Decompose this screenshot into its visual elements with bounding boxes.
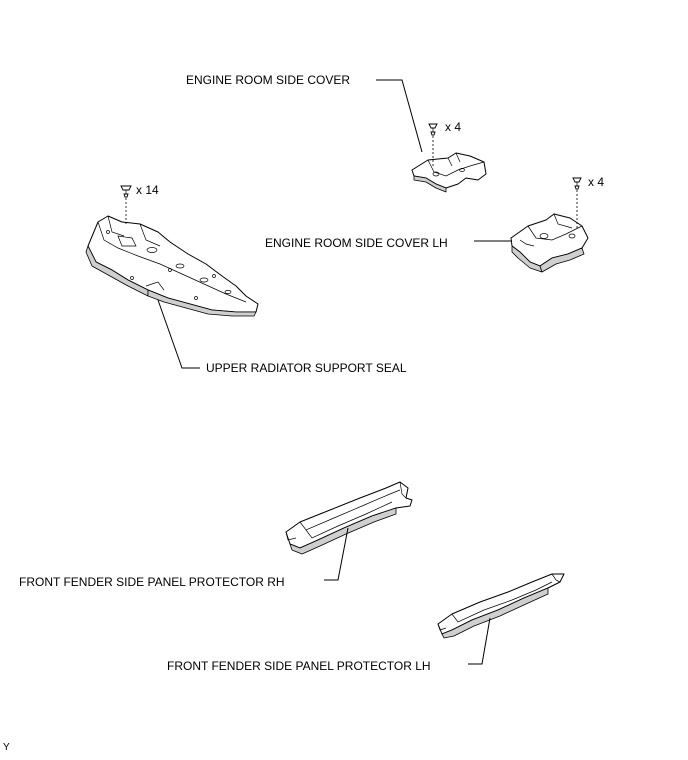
label-front-fender-protector-rh: FRONT FENDER SIDE PANEL PROTECTOR RH: [19, 575, 285, 589]
qty-cover-lh-clips: x 4: [588, 175, 605, 189]
label-engine-room-side-cover-lh: ENGINE ROOM SIDE COVER LH: [265, 236, 448, 250]
qty-seal-clips: x 14: [136, 183, 159, 197]
corner-mark: Y: [3, 742, 10, 753]
upper-radiator-support-seal-part: [85, 215, 259, 317]
clip-icon: [120, 185, 132, 198]
clip-icon: [428, 123, 438, 136]
clip-icon: [572, 177, 582, 190]
label-upper-radiator-support-seal: UPPER RADIATOR SUPPORT SEAL: [206, 361, 407, 375]
engine-room-side-cover-lh-part: [510, 213, 589, 273]
engine-room-side-cover-part: [411, 152, 487, 193]
qty-cover-clips: x 4: [445, 120, 462, 134]
label-engine-room-side-cover: ENGINE ROOM SIDE COVER: [186, 73, 351, 87]
front-fender-protector-rh-part: [285, 481, 413, 555]
front-fender-protector-lh-part: [437, 573, 565, 639]
label-front-fender-protector-lh: FRONT FENDER SIDE PANEL PROTECTOR LH: [167, 659, 431, 673]
